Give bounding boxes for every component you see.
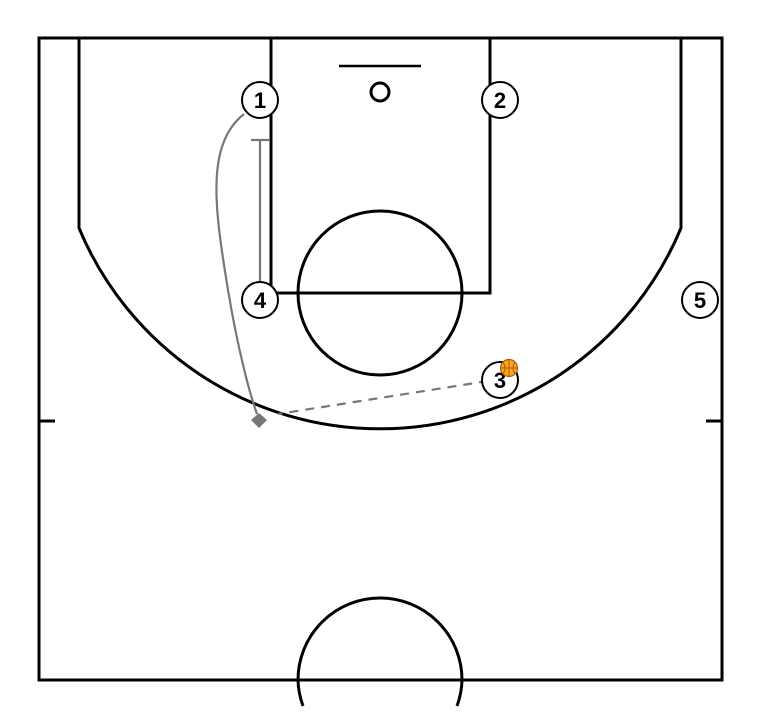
player-5-marker (681, 281, 719, 319)
center-circle-below-right (455, 679, 464, 707)
player-1-label: 1 (254, 88, 266, 113)
basketball-icon (499, 358, 519, 378)
center-circle-below (296, 679, 305, 707)
player-5[interactable]: 5 (681, 281, 719, 319)
actions (215, 113, 489, 428)
pass-line-player-3 (277, 379, 489, 416)
paint-lane (269, 36, 492, 295)
court-boundary (37, 36, 724, 682)
player-5-label: 5 (694, 288, 706, 313)
center-circle (296, 596, 464, 681)
court-lines (37, 36, 724, 707)
player-4-label: 4 (254, 288, 267, 313)
player-1-marker (241, 81, 279, 119)
basket-rim (369, 81, 391, 103)
player-4-marker (241, 281, 279, 319)
player-2[interactable]: 2 (481, 81, 519, 119)
three-point-line (77, 38, 683, 431)
player-2-marker (481, 81, 519, 119)
player-2-label: 2 (494, 88, 506, 113)
player-4[interactable]: 4 (241, 281, 279, 319)
cut-path-player-1 (215, 113, 259, 415)
player-1[interactable]: 1 (241, 81, 279, 119)
cut-arrowhead (251, 413, 267, 428)
free-throw-circle (296, 209, 464, 377)
